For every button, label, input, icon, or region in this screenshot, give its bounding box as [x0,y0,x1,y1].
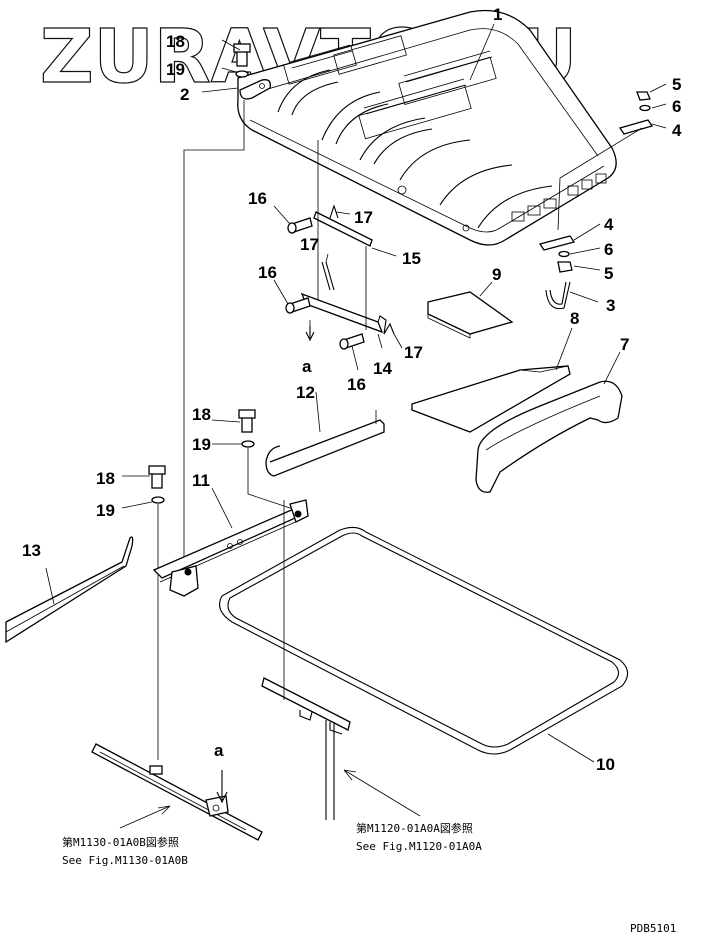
callout-17-a: 17 [354,208,373,227]
callout-4-upper: 4 [672,121,682,140]
plate-part-4-lower [538,235,576,251]
callout-16-a: 16 [248,189,267,208]
callout-13: 13 [22,541,41,560]
washer-left [151,496,165,504]
callout-19-top: 19 [166,60,185,79]
callout-18-top: 18 [166,32,185,51]
reference-left-en: See Fig.M1130-01A0B [62,854,188,867]
callout-7: 7 [620,335,629,354]
callout-19-middle: 19 [192,435,211,454]
callout-4-lower: 4 [604,215,614,234]
arrow-a-upper-head [305,326,315,342]
bolt-part-16-b [285,297,311,314]
callout-11: 11 [192,471,210,490]
callout-16-b: 16 [258,263,277,282]
reference-left-jp: 第M1130-01A0B図参照 [62,835,179,849]
callout-leaders [45,23,667,763]
callout-12: 12 [296,383,315,402]
support-post-right [325,720,335,820]
panel-part-13 [5,536,134,644]
rail-part-11 [152,507,306,579]
strap-part-15 [313,211,373,247]
callout-6-lower: 6 [604,240,613,259]
bolt-left [148,465,166,489]
nut-part-5-lower [557,261,573,273]
leader-part-4-upper [557,127,643,231]
callout-6-upper: 6 [672,97,681,116]
callout-19-left: 19 [96,501,115,520]
callout-8: 8 [570,309,579,328]
callout-10: 10 [596,755,615,774]
cover-part-7 [475,380,623,493]
strap-part-14 [300,292,384,334]
washer-part-6-upper [639,104,651,112]
arrow-label-a-lower: a [214,741,224,760]
arrow-label-a-upper: a [302,357,312,376]
callout-15: 15 [402,249,421,268]
ref-arrow-left [119,805,171,829]
lower-bracket-right [261,677,351,731]
callout-2: 2 [180,85,189,104]
seal-ring-part-10 [219,526,629,755]
washer-top [235,70,249,78]
assembly-lines-upper [183,100,367,560]
washer-middle [241,440,255,448]
washer-part-6-lower [558,250,570,258]
bolt-top [233,43,251,67]
callout-1: 1 [493,5,502,24]
callout-17-c: 17 [404,343,423,362]
pad-part-9 [427,291,514,335]
bolt-part-16-a [287,217,313,234]
pin-part-17-c [383,322,395,335]
pin-part-17-b [321,261,335,291]
callout-14: 14 [373,359,392,378]
bolt-part-16-c [339,333,365,350]
reference-right-en: See Fig.M1120-01A0A [356,840,482,853]
bracket-part-2 [239,79,271,100]
lower-beam-left [91,743,263,841]
u-bolt-part-3 [549,281,567,305]
rod-part-12 [265,419,385,477]
callout-5-upper: 5 [672,75,681,94]
callout-16-c: 16 [347,375,366,394]
pin-part-17-a [329,204,339,219]
reference-right-jp: 第M1120-01A0A図参照 [356,821,473,835]
u-bolt-part-3-outer [545,281,571,310]
strap-part-14-end [377,315,387,335]
callout-5-lower: 5 [604,264,613,283]
leader-middle-bolt [247,448,297,511]
callout-18-left: 18 [96,469,115,488]
callout-18-middle: 18 [192,405,211,424]
plate-part-4-upper [618,119,654,135]
bolt-middle [238,409,256,433]
ref-arrow-right [343,769,421,817]
callout-3: 3 [606,296,615,315]
callout-17-b: 17 [300,235,319,254]
drawing-code: PDB5101 [630,922,676,935]
callout-9: 9 [492,265,501,284]
arrow-a-lower [216,770,228,804]
nut-part-5-upper [636,91,651,101]
